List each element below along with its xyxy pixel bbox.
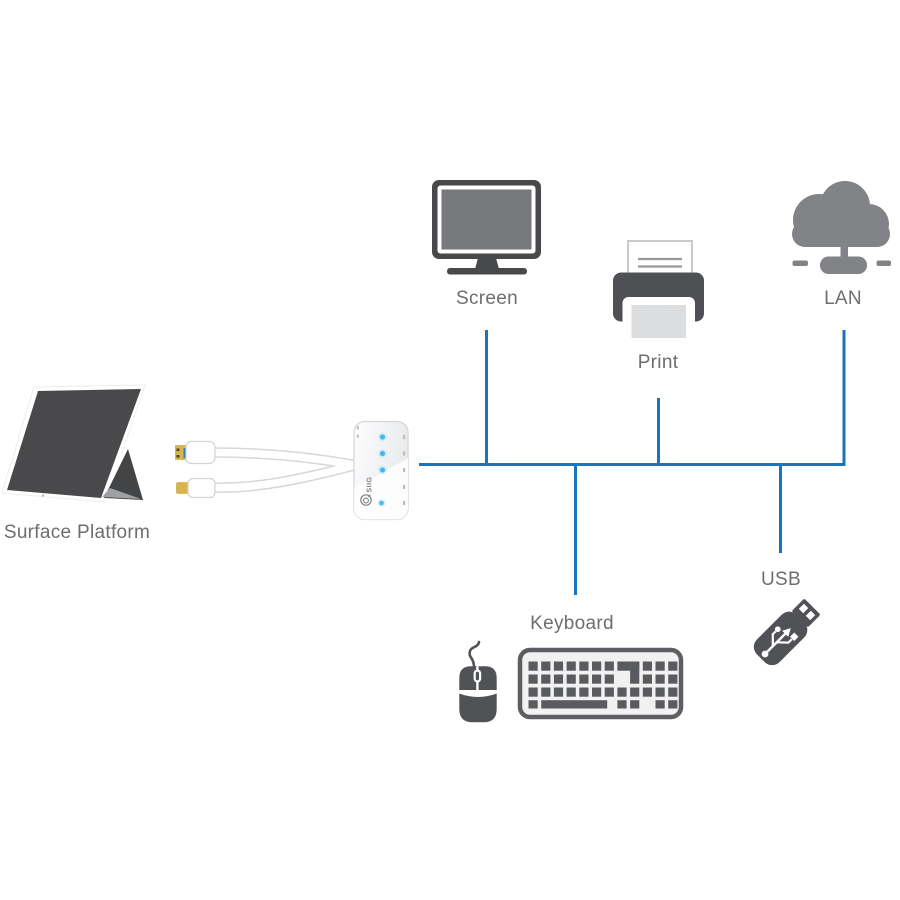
cloud-lan-icon: [792, 181, 891, 274]
kickstand-base: [102, 488, 141, 499]
surface-platform-label: Surface Platform: [3, 522, 151, 543]
hub-cable-pair: [175, 440, 358, 499]
connection-lines: [419, 330, 846, 595]
siig-logo: SIIG: [360, 476, 374, 506]
print-label: Print: [637, 352, 679, 373]
hub-port-ticks: [356, 426, 406, 506]
hub-led: [379, 450, 386, 457]
hub-led: [379, 434, 386, 440]
keyboard-label: Keyboard: [530, 613, 614, 634]
hub-brand-text: SIIG: [367, 476, 374, 492]
usb-trident-symbol: [761, 626, 799, 658]
hub-led: [379, 467, 386, 473]
mouse-icon: [459, 640, 497, 723]
keyboard-icon: [517, 647, 684, 720]
kickstand: [104, 449, 143, 500]
printer-icon: [613, 240, 704, 338]
surface-tablet-icon: [1, 384, 147, 503]
mini-displayport-connector-icon: [176, 477, 216, 499]
hub-led: [379, 500, 384, 506]
tablet-screen: [7, 389, 141, 498]
lan-label: LAN: [824, 288, 862, 309]
usb-cable-connector-icon: [175, 440, 216, 465]
usb-label: USB: [761, 569, 801, 590]
spacebar-key: [541, 700, 608, 709]
hub-status-leds: [377, 432, 387, 507]
usb-drive-icon: [753, 599, 820, 666]
screen-label: Screen: [455, 288, 519, 309]
hub-device-icon: SIIG: [353, 420, 409, 521]
monitor-icon: [432, 180, 541, 275]
